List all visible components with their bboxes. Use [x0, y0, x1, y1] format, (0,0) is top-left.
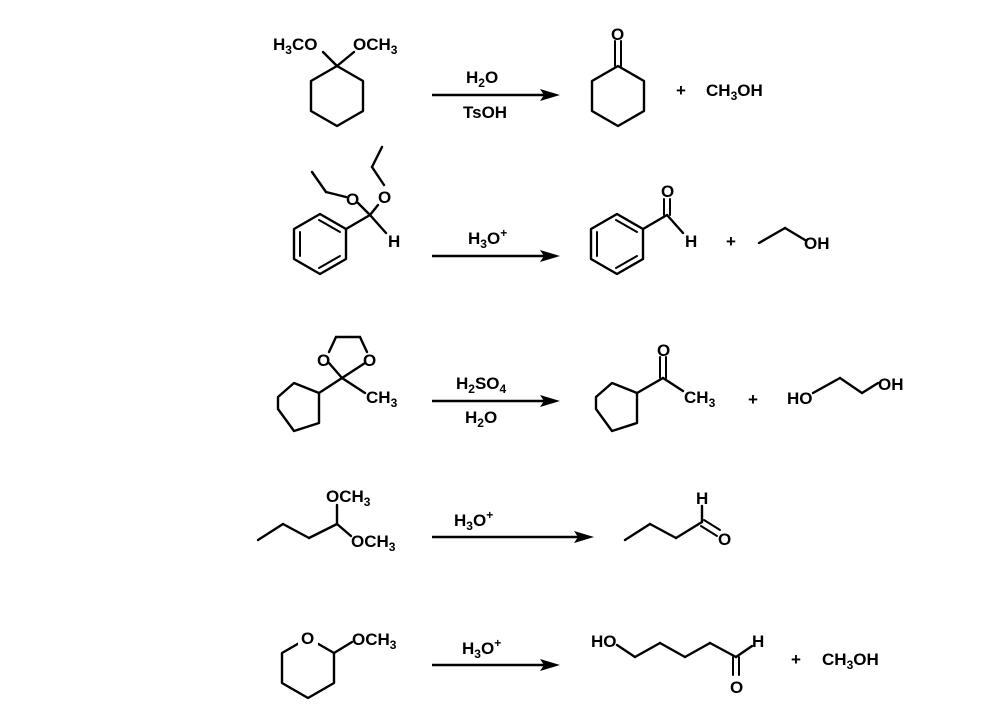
ether-oxygen-1: O [346, 190, 359, 209]
reaction-1-reactant: H3CO OCH3 [273, 35, 398, 128]
ring-oxygen: O [301, 629, 314, 648]
ethanol-label: OH [804, 234, 830, 253]
plus-sign: + [748, 390, 758, 409]
reaction-3-product-ethylene-glycol: HO OH [787, 375, 904, 408]
methoxy-label: OCH3 [352, 630, 397, 652]
reaction-2-product-ethanol: OH [757, 226, 830, 253]
aldehyde-hydrogen: H [696, 489, 708, 508]
reaction-2-reactant: O O H [292, 145, 400, 276]
acetal-hydrogen: H [388, 232, 400, 251]
methanol-product: CH3OH [706, 81, 763, 103]
reaction-3: O O CH3 H2SO4 H2O O CH3 + HO OH [276, 335, 904, 433]
benzene-ring [292, 212, 348, 276]
cyclopentane-ring [276, 381, 321, 433]
glycol-oh-label: OH [878, 375, 904, 394]
reaction-3-reactant: O O CH3 [276, 335, 398, 433]
reagent-water: H2O [466, 68, 498, 90]
cyclohexanone-ring [590, 64, 646, 128]
methoxy-label-bottom: OCH3 [351, 532, 396, 554]
reaction-1-product-cyclohexanone: O [590, 25, 646, 128]
dioxolane-oxygen-2: O [363, 351, 376, 370]
reaction-4-arrow [432, 531, 594, 543]
reaction-2-arrow [432, 250, 560, 262]
glycol-ho-label: HO [787, 389, 813, 408]
reaction-4: OCH3 OCH3 H3O+ H O [256, 487, 731, 554]
benzaldehyde-ring [589, 212, 645, 276]
aldehyde-oxygen: O [730, 678, 743, 697]
ketone-methyl-label: CH3 [684, 388, 716, 410]
reaction-3-product-ketone: O CH3 [594, 341, 716, 433]
methanol-product: CH3OH [822, 650, 879, 672]
reagent-sulfuric-acid: H2SO4 [456, 374, 507, 396]
hydroxyl-label: HO [591, 632, 617, 651]
ether-oxygen-2: O [378, 188, 391, 207]
dioxolane-oxygen-1: O [317, 351, 330, 370]
reagent-water: H2O [465, 408, 497, 430]
reaction-4-reactant: OCH3 OCH3 [256, 487, 396, 554]
plus-sign: + [791, 650, 801, 669]
plus-sign: + [676, 81, 686, 100]
reaction-5-arrow [432, 659, 560, 671]
reaction-5: O OCH3 H3O+ HO H O + CH3OH [280, 628, 879, 700]
aldehyde-hydrogen: H [685, 232, 697, 251]
cyclohexane-ring [309, 64, 365, 128]
methyl-label: CH3 [366, 388, 398, 410]
methoxy-label-right: OCH3 [353, 35, 398, 57]
reagent-hydronium: H3O+ [468, 226, 507, 251]
reaction-5-product-hydroxyaldehyde: HO H O [591, 632, 764, 697]
ketone-oxygen: O [657, 341, 670, 360]
reaction-2: O O H H3O+ O H + O [292, 145, 830, 276]
aldehyde-oxygen: O [718, 530, 731, 549]
aldehyde-hydrogen: H [752, 632, 764, 651]
reaction-4-product-butanal: H O [623, 489, 731, 549]
reagent-hydronium: H3O+ [454, 508, 493, 533]
methoxy-label-left: H3CO [273, 35, 317, 57]
reaction-3-arrow [432, 395, 560, 407]
carbonyl-oxygen: O [611, 25, 624, 44]
plus-sign: + [726, 232, 736, 251]
reaction-1-arrow [432, 89, 560, 101]
reaction-5-reactant: O OCH3 [280, 628, 397, 700]
reagent-hydronium: H3O+ [462, 636, 501, 661]
reagent-tsoh: TsOH [463, 103, 507, 122]
aldehyde-oxygen: O [661, 182, 674, 201]
cyclopentyl-ring [594, 381, 639, 433]
methoxy-label-top: OCH3 [326, 487, 371, 509]
reaction-2-product-benzaldehyde: O H [589, 182, 697, 276]
reaction-1: H3CO OCH3 H2O TsOH O + CH3OH [273, 25, 763, 128]
